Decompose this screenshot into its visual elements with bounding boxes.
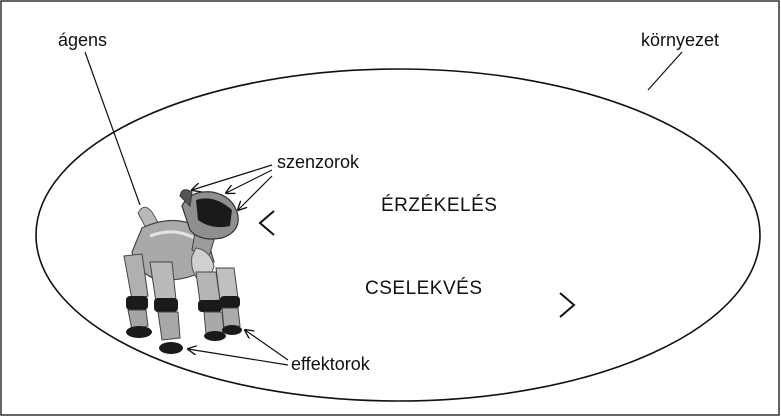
- perception-arrow: [258, 210, 575, 236]
- agent-label: ágens: [58, 30, 107, 50]
- environment-leader-line: [647, 51, 683, 91]
- agent-leader-line: [84, 51, 141, 206]
- action-arrow: [262, 292, 576, 318]
- environment-label: környezet: [641, 30, 719, 50]
- perception-label: ÉRZÉKELÉS: [381, 195, 497, 216]
- effectors-label: effektorok: [291, 354, 371, 374]
- action-label: CSELEKVÉS: [365, 278, 483, 299]
- sensors-label: szenzorok: [277, 152, 360, 172]
- environment-ellipse: [35, 68, 761, 402]
- sensor-arrows: [192, 164, 273, 210]
- robot-dog-icon: [123, 189, 242, 354]
- effector-arrows: [188, 330, 289, 366]
